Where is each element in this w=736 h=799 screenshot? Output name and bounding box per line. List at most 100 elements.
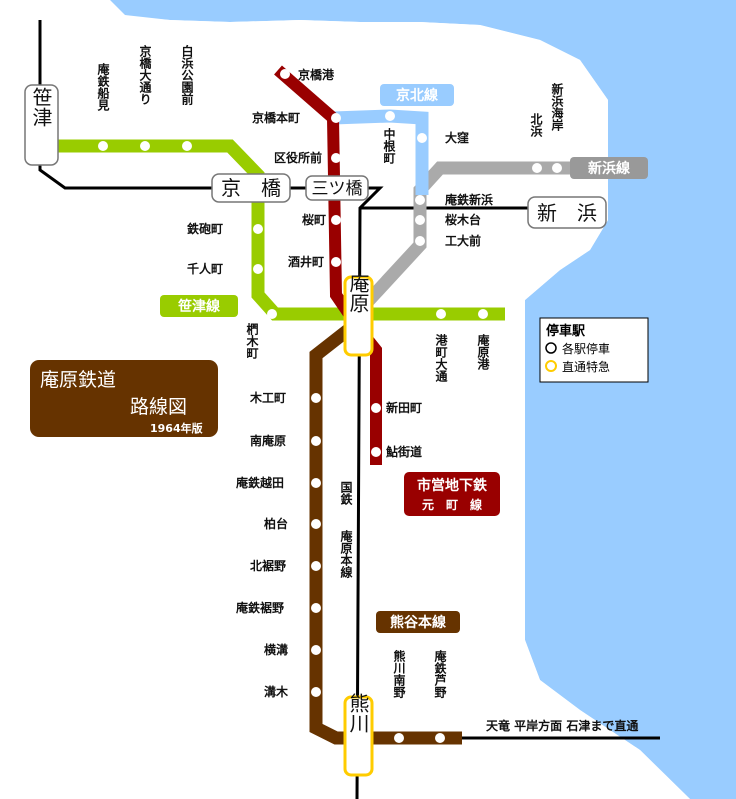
legend-local-label: 各駅停車 <box>562 341 610 356</box>
station-dot-sakuramachi[interactable] <box>331 215 341 225</box>
hub-kyobashi-label: 京 橋 <box>221 176 281 200</box>
station-dot-kitahama[interactable] <box>532 163 542 173</box>
label-sakaimachi: 酒井町 <box>288 254 324 269</box>
station-dot-antetsu-shinhama[interactable] <box>415 195 425 205</box>
label-kita-susono: 北裾野 <box>250 558 286 573</box>
station-dot-minatomachi[interactable] <box>436 309 446 319</box>
badge-sasatsu[interactable]: 笹津線 <box>160 295 238 317</box>
station-dot-antetsu-susono[interactable] <box>311 603 321 613</box>
station-dot-teppomachi[interactable] <box>253 224 263 234</box>
station-dot-antetsu-koshida[interactable] <box>311 478 321 488</box>
keihoku-line-track <box>332 109 429 195</box>
hub-mitsubashi-label: 三ツ橋 <box>312 179 363 199</box>
label-kuyakushomae: 区役所前 <box>274 150 322 165</box>
label-shinhama-kaigan: 新浜海岸 <box>550 82 564 132</box>
hub-kumakawa[interactable]: 熊川 <box>343 693 374 777</box>
label-kyobashi-honmachi: 京橋本町 <box>252 110 300 125</box>
station-dot-antetsu-funami[interactable] <box>98 141 108 151</box>
label-okubo: 大窪 <box>445 130 469 145</box>
station-dot-shinhama-kaigan[interactable] <box>552 163 562 173</box>
label-kumakawa-minamino: 熊川南野 <box>392 649 406 699</box>
label-ihara-ko: 庵原港 <box>476 333 490 371</box>
hub-shinhama[interactable]: 新 浜 <box>527 196 607 229</box>
station-dot-kita-susono[interactable] <box>311 561 321 571</box>
badge-keihoku[interactable]: 京北線 <box>380 84 454 106</box>
station-dot-ihara-ko[interactable] <box>478 309 488 319</box>
station-dot-kumakawa-minamino[interactable] <box>394 733 404 743</box>
label-yokomizo: 横溝 <box>264 642 288 657</box>
label-shiroyama: 白浜公園前 <box>180 44 194 106</box>
hub-ihara[interactable]: 庵原 <box>343 273 374 357</box>
label-nakanemachi: 中根町 <box>382 127 396 165</box>
station-dot-keihoku-1[interactable] <box>385 111 395 121</box>
station-dot-kyobashi-honmachi[interactable] <box>331 113 341 123</box>
label-antetsu-funami: 庵鉄船見 <box>96 62 110 112</box>
hub-kumakawa-label: 熊川 <box>346 693 370 733</box>
label-antetsu-shinhama: 庵鉄新浜 <box>445 192 493 207</box>
station-dot-yokomizo[interactable] <box>311 645 321 655</box>
badge-subway-line2: 元 町 線 <box>422 497 482 512</box>
station-dot-mizoki[interactable] <box>311 687 321 697</box>
hub-ihara-label: 庵原 <box>346 273 370 313</box>
label-antetsu-ashino: 庵鉄芦野 <box>433 649 447 699</box>
station-dot-ayukaido[interactable] <box>371 447 381 457</box>
label-minatomachi: 港町大通 <box>434 333 448 383</box>
badge-kumagaya-label: 熊谷本線 <box>390 614 446 631</box>
legend-express-label: 直通特急 <box>562 359 610 374</box>
label-kodaimae: 工大前 <box>445 233 481 248</box>
label-teppomachi: 鉄砲町 <box>187 221 223 236</box>
station-dot-kashiwadai[interactable] <box>311 519 321 529</box>
station-dot-shindenmachi[interactable] <box>371 403 381 413</box>
label-minami-ihara: 南庵原 <box>250 433 286 448</box>
label-sakuragidai: 桜木台 <box>445 212 481 227</box>
badge-kumagaya[interactable]: 熊谷本線 <box>376 611 460 633</box>
station-dot-minami-ihara[interactable] <box>311 436 321 446</box>
land-mass <box>0 0 690 799</box>
station-dot-kuyakushomae[interactable] <box>331 153 341 163</box>
station-dot-sennincho[interactable] <box>253 264 263 274</box>
station-dots <box>98 69 562 743</box>
label-kashiwadai: 柏台 <box>264 516 288 531</box>
label-ayukaido: 鮎街道 <box>386 444 422 459</box>
station-dot-kodaimae[interactable] <box>415 236 425 246</box>
label-through-service: 天竜 平岸方面 石津まで直通 <box>486 718 638 733</box>
station-dot-kunokimachi[interactable] <box>267 309 277 319</box>
hub-mitsubashi[interactable]: 三ツ橋 <box>305 175 369 201</box>
hub-shinhama-label: 新 浜 <box>537 201 597 225</box>
legend-express-icon <box>545 360 557 372</box>
label-kyobashi-odori: 京橋大通り <box>138 44 152 105</box>
sasatsu-line-track <box>55 139 505 321</box>
legend: 停車駅 各駅停車 直通特急 <box>539 317 649 383</box>
hub-kyobashi[interactable]: 京 橋 <box>211 173 291 203</box>
label-antetsu-koshida: 庵鉄越田 <box>236 475 284 490</box>
station-dot-shiroyama[interactable] <box>182 141 192 151</box>
legend-heading: 停車駅 <box>546 323 586 339</box>
kumagaya-line-track <box>309 324 462 745</box>
label-sennincho: 千人町 <box>187 261 223 276</box>
station-dot-mokkomachi[interactable] <box>311 393 321 403</box>
badge-keihoku-label: 京北線 <box>396 87 438 104</box>
title-line1: 庵原鉄道 <box>40 369 116 391</box>
station-dot-sakaimachi[interactable] <box>331 257 341 267</box>
station-dot-kyobashi-odori[interactable] <box>140 141 150 151</box>
station-dot-kyobashi-ko[interactable] <box>280 69 290 79</box>
station-dot-okubo[interactable] <box>417 133 427 143</box>
legend-local-icon <box>545 342 557 354</box>
badge-subway[interactable]: 市営地下鉄 元 町 線 <box>404 472 500 516</box>
label-mizoki: 溝木 <box>264 684 289 699</box>
station-dot-antetsu-ashino[interactable] <box>435 733 445 743</box>
label-shindenmachi: 新田町 <box>386 400 422 415</box>
badge-sasatsu-label: 笹津線 <box>177 298 220 315</box>
label-kunokimachi: 椚木町 <box>245 322 259 360</box>
title-line2: 路線図 <box>130 396 187 418</box>
badge-shinhama-label: 新浜線 <box>588 160 630 177</box>
hub-sasatsu-label: 笹津 <box>29 87 53 127</box>
label-jnr-line: 庵原本線 <box>339 529 353 579</box>
badge-shinhama[interactable]: 新浜線 <box>570 157 648 179</box>
hub-sasatsu[interactable]: 笹津 <box>24 84 59 166</box>
station-dot-sakuragidai[interactable] <box>415 215 425 225</box>
label-sakuramachi: 桜町 <box>302 212 326 227</box>
label-jnr: 国鉄 <box>339 481 353 506</box>
title-panel: 庵原鉄道 路線図 1964年版 <box>30 360 218 437</box>
label-kitahama: 北浜 <box>529 112 543 138</box>
